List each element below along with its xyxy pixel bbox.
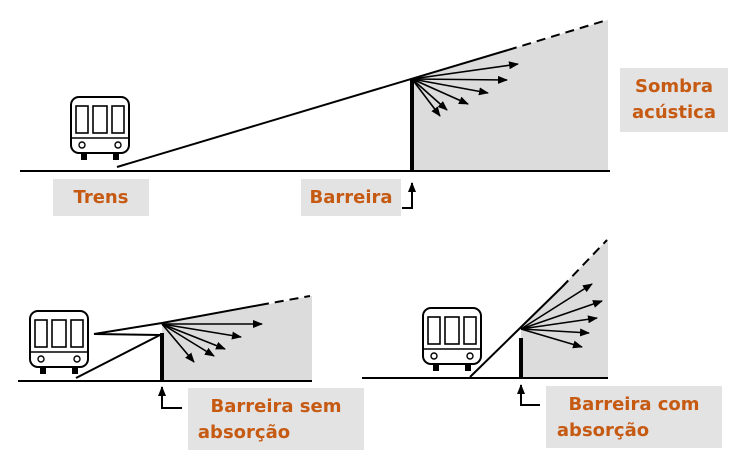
sound-ray-arrow bbox=[520, 283, 593, 330]
shadow-label-box bbox=[620, 68, 728, 132]
sound-ray-arrow bbox=[411, 78, 489, 96]
top-diagram: Sombra acústica Trens Barreira bbox=[20, 19, 728, 216]
train-icon bbox=[70, 96, 130, 161]
arrow-up-icon bbox=[158, 386, 182, 409]
sound-ray-arrow bbox=[161, 323, 226, 350]
sound-ray-arrow bbox=[411, 75, 508, 84]
bottom-left-diagram: Barreira sem absorção bbox=[18, 295, 364, 450]
barrier-icon bbox=[519, 338, 523, 378]
shadow-label-line2: acústica bbox=[632, 102, 716, 123]
barrier-label: Barreira bbox=[309, 187, 392, 208]
sound-ray-arrow bbox=[411, 78, 469, 105]
barrier-absorption-label-line2: absorção bbox=[557, 420, 649, 441]
diffracted-rays bbox=[411, 61, 519, 117]
sound-ray-arrow bbox=[411, 61, 519, 80]
train-icon bbox=[422, 307, 482, 372]
sound-ray-arrow bbox=[161, 323, 215, 357]
acoustic-shadow-area bbox=[412, 20, 608, 171]
barrier-icon bbox=[410, 80, 414, 171]
sound-ray-dashed bbox=[507, 19, 608, 51]
barrier-no-absorption-label-line1: Barreira sem bbox=[211, 396, 342, 417]
sound-ray-arrow bbox=[161, 323, 242, 340]
acoustic-shadow-area bbox=[521, 239, 608, 377]
diffracted-rays bbox=[520, 283, 603, 349]
bottom-right-diagram: Barreira com absorção bbox=[362, 239, 722, 448]
sound-ray-arrow bbox=[411, 78, 448, 111]
barrier-no-absorption-label-box bbox=[188, 388, 364, 450]
sound-ray-line bbox=[116, 49, 509, 168]
sound-ray-arrow bbox=[520, 315, 598, 330]
sound-ray-arrow bbox=[520, 328, 583, 349]
trains-label: Trens bbox=[74, 187, 129, 208]
sound-ray-arrow bbox=[411, 78, 441, 117]
sound-ray-dashed bbox=[561, 239, 608, 288]
barrier-absorption-label-box bbox=[546, 386, 722, 448]
sound-ray-arrow bbox=[520, 328, 590, 337]
barrier-icon bbox=[160, 333, 164, 381]
diffracted-rays bbox=[161, 320, 263, 363]
arrow-up-icon bbox=[517, 384, 540, 406]
sound-ray-arrow bbox=[520, 300, 603, 330]
reflected-sound-path bbox=[75, 304, 261, 379]
sound-ray-arrow bbox=[161, 323, 195, 363]
arrow-up-icon bbox=[402, 182, 416, 209]
sound-ray-line bbox=[469, 286, 563, 378]
barrier-no-absorption-label-line2: absorção bbox=[198, 422, 290, 443]
shadow-label-line1: Sombra bbox=[635, 76, 713, 97]
trains-label-box bbox=[53, 179, 149, 216]
barrier-label-box bbox=[301, 179, 401, 216]
barrier-absorption-label-line1: Barreira com bbox=[568, 394, 699, 415]
train-icon bbox=[29, 310, 89, 375]
sound-ray-dashed bbox=[259, 295, 311, 306]
